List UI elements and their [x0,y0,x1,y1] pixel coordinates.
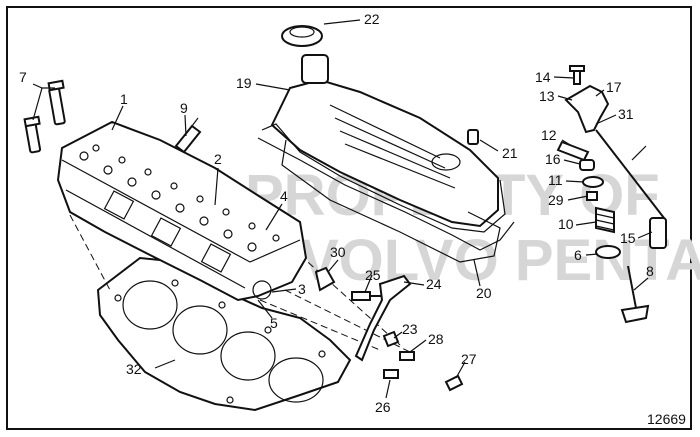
callout-12: 12 [541,127,557,143]
bolt-28 [399,351,415,361]
callout-30: 30 [330,244,346,260]
spring-retainer [582,176,604,188]
callout-28: 28 [428,331,444,347]
pushrod [595,129,665,219]
callout-21: 21 [502,145,518,161]
callout-13: 13 [539,88,555,104]
valve-cover-gasket [281,139,501,263]
callout-17: 17 [606,79,622,95]
callout-16: 16 [545,151,561,167]
callout-32: 32 [126,361,142,377]
callout-1: 1 [120,91,128,107]
callout-8: 8 [646,263,654,279]
callout-27: 27 [461,351,477,367]
rocker-stud [569,65,585,85]
washer-23 [382,330,400,348]
cover-bolt [467,129,479,145]
watermark-line2: VOLVO PENTA [300,228,700,293]
spark-plug [174,117,202,154]
valve-seal [595,245,621,259]
valve [620,265,650,324]
leader-lines [32,19,653,399]
hydraulic-lifter [649,217,667,249]
callout-29: 29 [548,192,564,208]
valve-spring [595,206,615,234]
callout-10: 10 [558,216,574,232]
bolt-25 [351,291,382,301]
rocker-arm [564,84,610,134]
callout-25: 25 [365,267,381,283]
callout-11: 11 [548,172,563,188]
callout-2: 2 [214,151,222,167]
diagram-frame [6,6,692,430]
callout-15: 15 [620,230,636,246]
callout-20: 20 [476,285,492,301]
callout-9: 9 [180,100,188,116]
figure-number: 12669 [647,411,686,427]
head-bolts [23,79,66,154]
sensor-27 [444,374,464,392]
callout-26: 26 [375,399,391,415]
nut [579,159,595,171]
rocker-ball [556,140,590,162]
cylinder-head [56,120,308,302]
callout-31: 31 [618,106,634,122]
callout-23: 23 [402,321,418,337]
valve-lock [586,191,598,201]
callout-19: 19 [236,75,252,91]
bolt-26 [383,369,399,379]
callout-22: 22 [364,11,380,27]
bracket-24 [354,274,412,362]
callout-3: 3 [298,281,306,297]
callout-6: 6 [574,247,582,263]
callout-24: 24 [426,276,442,292]
callout-7: 7 [19,69,27,85]
callout-5: 5 [270,315,278,331]
head-gasket [96,256,352,412]
oil-filler-cap [281,25,323,47]
bracket-30 [314,266,336,292]
callout-labels: 7 1 9 2 4 3 5 32 19 22 21 20 14 13 17 31… [19,11,654,415]
callout-14: 14 [535,69,551,85]
callout-4: 4 [280,188,288,204]
